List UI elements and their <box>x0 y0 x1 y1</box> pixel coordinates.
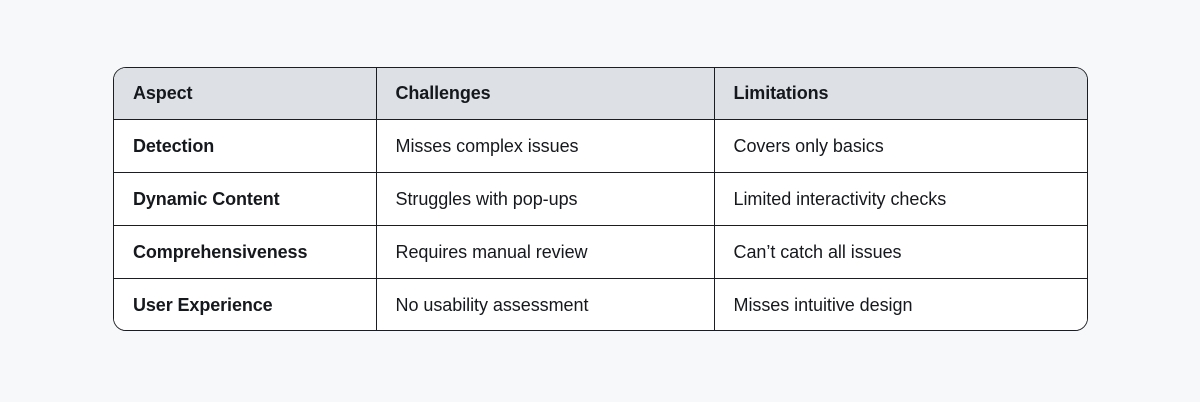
cell-aspect: Comprehensiveness <box>114 225 377 279</box>
cell-limitations: Covers only basics <box>714 119 1087 173</box>
table-body: Detection Misses complex issues Covers o… <box>114 119 1087 330</box>
column-header-limitations: Limitations <box>714 68 1087 120</box>
cell-challenges: Misses complex issues <box>376 119 715 173</box>
table-header: Aspect Challenges Limitations <box>114 68 1087 120</box>
cell-limitations: Limited interactivity checks <box>714 172 1087 226</box>
cell-aspect: Detection <box>114 119 377 173</box>
cell-challenges: Struggles with pop-ups <box>376 172 715 226</box>
table-row: Detection Misses complex issues Covers o… <box>114 119 1087 173</box>
cell-challenges: Requires manual review <box>376 225 715 279</box>
cell-challenges: No usability assessment <box>376 278 715 330</box>
comparison-table-container: Aspect Challenges Limitations Detection … <box>113 67 1088 331</box>
cell-limitations: Misses intuitive design <box>714 278 1087 330</box>
comparison-table: Aspect Challenges Limitations Detection … <box>114 68 1087 330</box>
column-header-challenges: Challenges <box>376 68 715 120</box>
cell-aspect: Dynamic Content <box>114 172 377 226</box>
cell-aspect: User Experience <box>114 278 377 330</box>
cell-limitations: Can’t catch all issues <box>714 225 1087 279</box>
table-row: Comprehensiveness Requires manual review… <box>114 225 1087 279</box>
column-header-aspect: Aspect <box>114 68 377 120</box>
table-row: Dynamic Content Struggles with pop-ups L… <box>114 172 1087 226</box>
table-header-row: Aspect Challenges Limitations <box>114 68 1087 120</box>
table-row: User Experience No usability assessment … <box>114 278 1087 330</box>
